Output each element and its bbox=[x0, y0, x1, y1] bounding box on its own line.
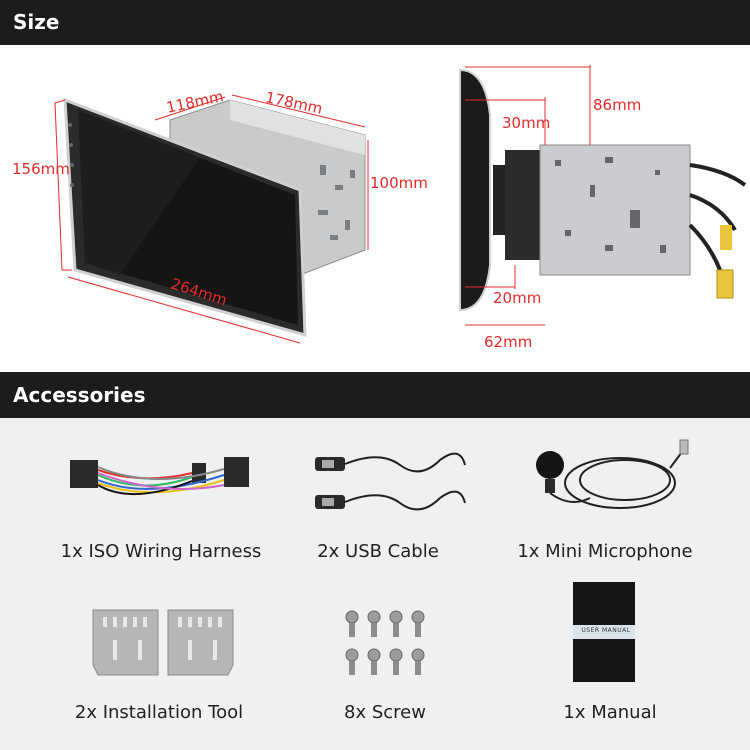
manual-icon bbox=[573, 582, 635, 682]
dimension-30mm: 30mm bbox=[502, 114, 551, 132]
accessory-label-screw: 8x Screw bbox=[344, 702, 426, 723]
usb-cable-icon bbox=[315, 452, 466, 511]
accessory-label-wiring-harness: 1x ISO Wiring Harness bbox=[60, 541, 262, 562]
accessory-label-manual: 1x Manual bbox=[563, 702, 657, 723]
screw-icon bbox=[345, 610, 425, 675]
accessories-header-bar: Accessories bbox=[0, 372, 750, 418]
side-profile-product-image bbox=[459, 65, 747, 326]
size-title: Size bbox=[13, 10, 60, 34]
wiring-harness-icon bbox=[70, 457, 249, 496]
accessory-label-mini-microphone: 1x Mini Microphone bbox=[517, 541, 693, 562]
manual-cover-text: USER MANUAL bbox=[581, 627, 631, 634]
accessories-title: Accessories bbox=[13, 383, 146, 407]
dimension-100mm: 100mm bbox=[370, 174, 428, 192]
dimension-86mm: 86mm bbox=[593, 96, 642, 114]
dimension-20mm: 20mm bbox=[493, 289, 542, 307]
dimension-62mm: 62mm bbox=[484, 333, 533, 351]
mounting-bracket-icon bbox=[92, 609, 234, 676]
accessory-label-installation-tool: 2x Installation Tool bbox=[74, 702, 244, 723]
microphone-icon bbox=[536, 439, 689, 509]
accessory-label-usb-cable: 2x USB Cable bbox=[317, 541, 439, 562]
size-header-bar: Size bbox=[0, 0, 750, 45]
dimension-156mm: 156mm bbox=[12, 160, 70, 178]
front-perspective-product-image bbox=[54, 94, 369, 344]
